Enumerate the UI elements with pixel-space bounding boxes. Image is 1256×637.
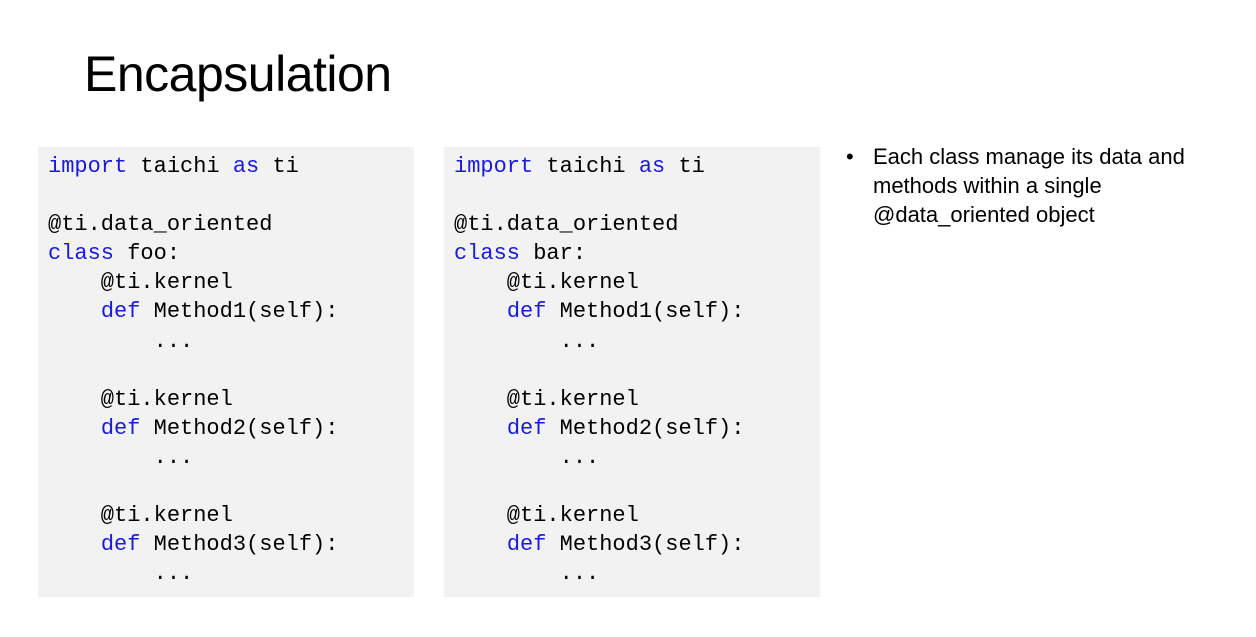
code-line: ... — [454, 327, 820, 356]
code-text: @ti.data_oriented — [48, 212, 273, 238]
code-keyword: def — [506, 532, 547, 558]
code-text: ... — [454, 561, 600, 587]
code-text: @ti.kernel — [48, 386, 233, 412]
code-keyword: def — [506, 415, 547, 441]
code-line: import taichi as ti — [454, 152, 820, 181]
slide-title: Encapsulation — [84, 46, 392, 102]
code-line — [48, 181, 414, 210]
code-text: Method3(self): — [140, 532, 339, 558]
code-text: ... — [454, 444, 600, 470]
code-line: @ti.kernel — [454, 268, 820, 297]
code-line: @ti.kernel — [48, 501, 414, 530]
code-text — [48, 532, 101, 557]
code-line — [48, 356, 414, 385]
code-text — [454, 299, 507, 324]
code-text: ... — [48, 561, 194, 587]
code-line: @ti.kernel — [454, 385, 820, 414]
code-keyword: import — [454, 154, 534, 179]
code-text — [454, 416, 507, 441]
bullet-text: Each class manage its data and methods w… — [873, 144, 1185, 227]
code-text: foo: — [114, 241, 181, 267]
code-line — [454, 181, 820, 210]
code-line: @ti.data_oriented — [454, 210, 820, 239]
code-line: @ti.kernel — [48, 268, 414, 297]
code-text — [454, 532, 507, 557]
code-line: def Method3(self): — [48, 530, 414, 559]
code-line: class bar: — [454, 239, 820, 268]
code-keyword: class — [48, 241, 115, 267]
code-line: @ti.data_oriented — [48, 210, 414, 239]
code-text: ... — [454, 328, 600, 354]
code-text: taichi — [127, 154, 233, 179]
bullet-item: • Each class manage its data and methods… — [846, 142, 1246, 229]
code-line: ... — [48, 443, 414, 472]
code-text: @ti.kernel — [48, 503, 233, 529]
code-keyword: def — [100, 299, 141, 325]
code-line — [48, 472, 414, 501]
code-line: @ti.kernel — [48, 385, 414, 414]
code-text: @ti.kernel — [454, 503, 639, 529]
code-text: @ti.kernel — [48, 270, 233, 296]
code-line: def Method3(self): — [454, 530, 820, 559]
code-line — [454, 472, 820, 501]
code-keyword: class — [454, 241, 521, 267]
bullet-marker: • — [846, 144, 854, 169]
bullet-list: • Each class manage its data and methods… — [846, 142, 1246, 229]
code-text: @ti.kernel — [454, 386, 639, 412]
code-text: @ti.data_oriented — [454, 212, 679, 238]
code-keyword: def — [100, 415, 141, 441]
code-keyword: as — [232, 154, 260, 179]
code-text: Method3(self): — [546, 532, 745, 558]
code-keyword: def — [506, 299, 547, 325]
code-text: ti — [665, 154, 705, 179]
code-text: Method2(self): — [546, 415, 745, 441]
code-line — [454, 356, 820, 385]
code-line: def Method2(self): — [454, 414, 820, 443]
code-text: ... — [48, 444, 194, 470]
code-text: Method1(self): — [546, 299, 745, 325]
code-text: @ti.kernel — [454, 270, 639, 296]
code-keyword: as — [638, 154, 666, 179]
code-line: import taichi as ti — [48, 152, 414, 181]
code-text: ... — [48, 328, 194, 354]
code-line: ... — [454, 559, 820, 588]
code-keyword: def — [100, 532, 141, 558]
code-line: ... — [48, 559, 414, 588]
code-text: taichi — [533, 154, 639, 179]
code-text — [48, 416, 101, 441]
code-text: ti — [259, 154, 299, 179]
code-line: def Method1(self): — [48, 297, 414, 326]
code-keyword: import — [48, 154, 128, 179]
code-text — [48, 299, 101, 324]
code-line: def Method1(self): — [454, 297, 820, 326]
code-line: class foo: — [48, 239, 414, 268]
code-line: ... — [454, 443, 820, 472]
code-text: Method1(self): — [140, 299, 339, 325]
code-text: bar: — [520, 241, 587, 267]
code-line: @ti.kernel — [454, 501, 820, 530]
code-line: ... — [48, 327, 414, 356]
code-line: def Method2(self): — [48, 414, 414, 443]
code-text: Method2(self): — [140, 415, 339, 441]
